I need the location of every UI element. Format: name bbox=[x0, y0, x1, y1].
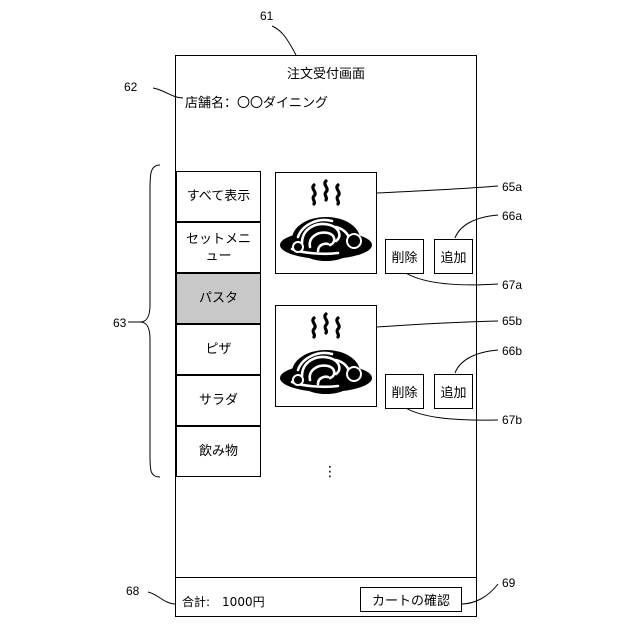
delete-button[interactable]: 削除 bbox=[385, 239, 424, 274]
delete-button-label: 削除 bbox=[391, 382, 417, 401]
category-label: セットメニュー bbox=[183, 231, 254, 265]
pasta-dish-icon bbox=[278, 177, 374, 269]
ref-68: 68 bbox=[126, 584, 139, 598]
check-cart-button[interactable]: カートの確認 bbox=[360, 587, 462, 612]
ref-61: 61 bbox=[260, 9, 273, 23]
screen-title: 注文受付画面 bbox=[176, 63, 476, 82]
menu-item-image[interactable] bbox=[275, 305, 377, 407]
store-name: 店舗名：〇〇ダイニング bbox=[185, 92, 328, 111]
category-all[interactable]: すべて表示 bbox=[176, 171, 261, 222]
more-items-indicator[interactable]: ⋮ bbox=[323, 469, 327, 476]
ref-63: 63 bbox=[113, 316, 126, 330]
ref-62: 62 bbox=[124, 80, 137, 94]
category-label: すべて表示 bbox=[187, 188, 251, 205]
total-amount: 合計: 1000円 bbox=[182, 593, 265, 610]
ref-65a: 65a bbox=[502, 180, 522, 194]
category-pizza[interactable]: ピザ bbox=[176, 324, 261, 375]
delete-button-label: 削除 bbox=[391, 247, 417, 266]
category-label: サラダ bbox=[199, 392, 238, 409]
menu-item-image[interactable] bbox=[275, 172, 377, 274]
ref-66b: 66b bbox=[502, 344, 522, 358]
ref-67a: 67a bbox=[502, 278, 522, 292]
add-button[interactable]: 追加 bbox=[434, 374, 473, 409]
ref-66a: 66a bbox=[502, 209, 522, 223]
category-label: パスタ bbox=[199, 290, 238, 307]
category-label: ピザ bbox=[205, 341, 231, 358]
category-pasta[interactable]: パスタ bbox=[176, 273, 261, 324]
footer-bar: 合計: 1000円 カートの確認 bbox=[176, 577, 476, 616]
category-set-menu[interactable]: セットメニュー bbox=[176, 222, 261, 273]
pasta-dish-icon bbox=[278, 310, 374, 402]
add-button[interactable]: 追加 bbox=[434, 239, 473, 274]
category-salad[interactable]: サラダ bbox=[176, 375, 261, 426]
category-label: 飲み物 bbox=[199, 443, 238, 460]
ref-69: 69 bbox=[502, 576, 515, 590]
delete-button[interactable]: 削除 bbox=[385, 374, 424, 409]
order-reception-screen: 注文受付画面 店舗名：〇〇ダイニング すべて表示 セットメニュー パスタ ピザ … bbox=[175, 55, 477, 617]
more-indicator-glyph: ⋮ bbox=[323, 464, 337, 480]
ref-65b: 65b bbox=[502, 314, 522, 328]
category-drinks[interactable]: 飲み物 bbox=[176, 426, 261, 477]
check-cart-label: カートの確認 bbox=[372, 590, 450, 609]
ref-67b: 67b bbox=[502, 413, 522, 427]
add-button-label: 追加 bbox=[440, 247, 466, 266]
add-button-label: 追加 bbox=[440, 382, 466, 401]
